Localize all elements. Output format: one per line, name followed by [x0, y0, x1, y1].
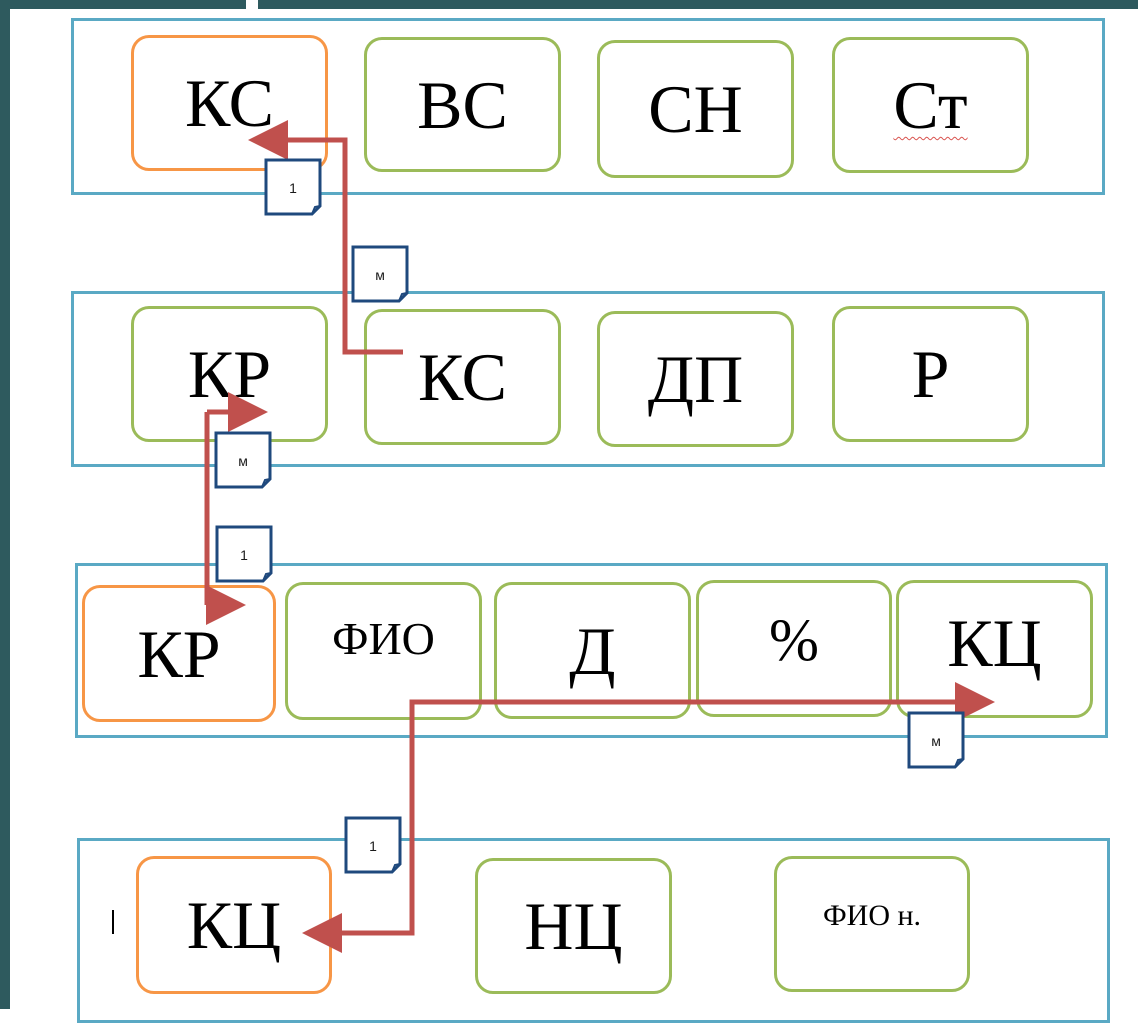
- field-label: КС: [417, 339, 508, 415]
- link-ks: 1 м: [248, 120, 409, 355]
- many-side-card: м: [214, 431, 272, 489]
- table-4-field-kc-key[interactable]: КЦ: [136, 856, 332, 994]
- one-side-card: 1: [215, 525, 273, 583]
- field-label: ФИО н.: [822, 899, 922, 932]
- table-3-field-d[interactable]: Д: [494, 582, 691, 719]
- table-4-field-nc[interactable]: НЦ: [475, 858, 672, 994]
- cardinality-many-label: м: [375, 267, 385, 283]
- field-label: ФИО: [332, 613, 435, 664]
- top-accent-bar: [258, 0, 1138, 9]
- field-label: КР: [137, 615, 221, 692]
- one-side-card: 1: [344, 816, 402, 874]
- cardinality-many-label: м: [238, 453, 248, 469]
- table-1-field-st[interactable]: Ст: [832, 37, 1029, 173]
- field-label: %: [769, 606, 819, 673]
- connector-line: [248, 120, 403, 355]
- table-1-field-sn[interactable]: СН: [597, 40, 794, 178]
- table-3-field-fio[interactable]: ФИО: [285, 582, 482, 720]
- link-kc: м 1: [302, 682, 995, 953]
- table-2-field-dp[interactable]: ДП: [597, 311, 794, 447]
- field-label: ВС: [417, 66, 508, 143]
- field-label: НЦ: [524, 888, 623, 964]
- field-label: ДП: [647, 341, 744, 417]
- table-2-field-ks[interactable]: КС: [364, 309, 561, 445]
- top-accent-bar: [0, 0, 246, 9]
- table-4-field-fio-n[interactable]: ФИО н.: [774, 856, 970, 992]
- many-side-card: м: [351, 245, 409, 303]
- text-cursor: [112, 910, 114, 934]
- table-2-field-r[interactable]: Р: [832, 306, 1029, 442]
- field-label: СН: [648, 71, 743, 147]
- field-label: Р: [911, 336, 950, 412]
- one-side-card: 1: [264, 158, 322, 216]
- many-side-card: м: [907, 711, 965, 769]
- link-kr: м 1: [204, 392, 273, 625]
- left-accent-bar: [0, 0, 10, 1009]
- field-label: Д: [569, 612, 616, 689]
- table-3-field-percent[interactable]: %: [696, 580, 892, 717]
- cardinality-many-label: м: [931, 733, 941, 749]
- cardinality-one-label: 1: [240, 547, 248, 563]
- table-3-field-kc[interactable]: КЦ: [896, 580, 1093, 718]
- table-1-field-vs[interactable]: ВС: [364, 37, 561, 172]
- field-label: КЦ: [186, 887, 282, 963]
- cardinality-one-label: 1: [369, 838, 377, 854]
- cardinality-one-label: 1: [289, 180, 297, 196]
- connector-line: [302, 699, 985, 953]
- field-label: КЦ: [947, 605, 1042, 681]
- field-label: Ст: [893, 67, 968, 143]
